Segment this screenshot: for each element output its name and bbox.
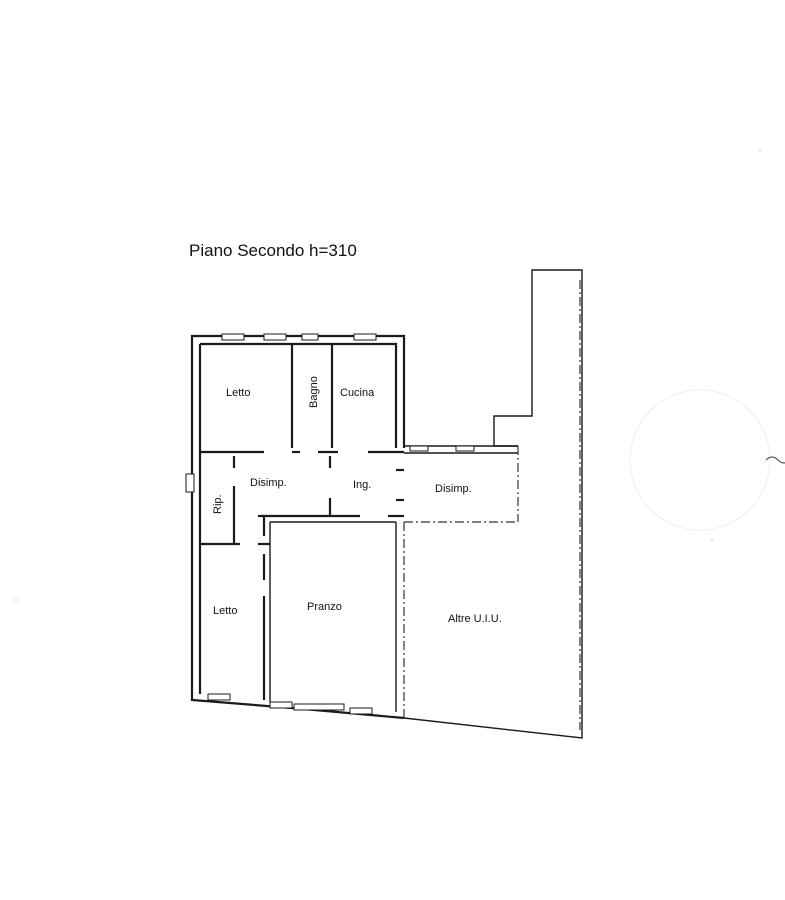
- room-label-letto-bottom: Letto: [213, 605, 237, 617]
- interior-walls: [200, 344, 404, 712]
- window-left: [185, 473, 195, 493]
- adjacent-units-outline: [403, 269, 583, 739]
- room-label-disimp-left: Disimp.: [250, 477, 287, 489]
- room-label-disimp-right: Disimp.: [435, 483, 472, 495]
- room-label-ing: Ing.: [353, 479, 371, 491]
- room-label-altre-uiu: Altre U.I.U.: [448, 613, 502, 625]
- room-label-cucina: Cucina: [340, 387, 375, 399]
- windows-top: [221, 333, 475, 452]
- room-label-letto-top: Letto: [226, 387, 250, 399]
- room-labels: Letto Bagno Cucina Disimp. Ing. Disimp. …: [212, 376, 502, 625]
- room-label-bagno: Bagno: [308, 376, 320, 408]
- windows-bottom: [207, 693, 373, 715]
- scan-artifacts: [15, 149, 785, 601]
- plan-title: Piano Secondo h=310: [189, 241, 357, 260]
- room-label-pranzo: Pranzo: [307, 601, 342, 613]
- room-label-rip: Rip.: [212, 494, 224, 514]
